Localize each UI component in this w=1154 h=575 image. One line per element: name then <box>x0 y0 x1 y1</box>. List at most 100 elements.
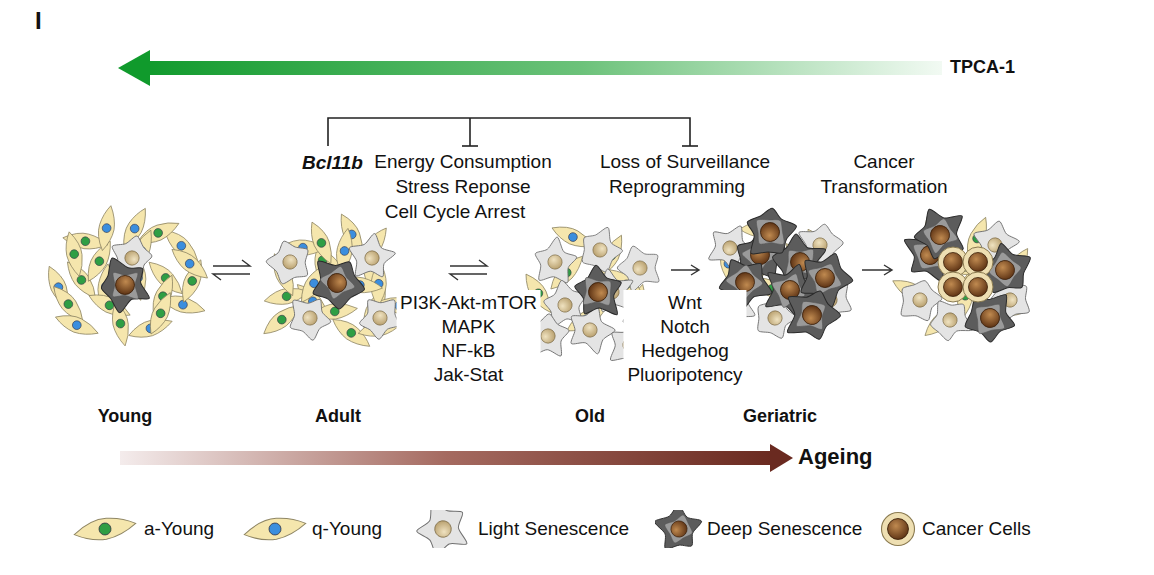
cell-body <box>63 230 86 278</box>
legend-text: Deep Senescence <box>707 518 862 540</box>
nucleus <box>888 519 909 540</box>
process-label: Reprogramming <box>609 174 745 199</box>
legend-icon <box>242 510 308 548</box>
legend-icon-group <box>73 514 138 543</box>
nucleus <box>539 327 557 345</box>
cell-body <box>309 255 370 314</box>
light-senescence-cell <box>262 233 319 290</box>
nucleus <box>370 308 390 328</box>
nucleus <box>433 519 453 539</box>
stage-label: Adult <box>315 406 361 427</box>
cell-body <box>412 510 474 548</box>
cell-body <box>306 219 337 267</box>
ageing-arrow-head <box>770 444 793 472</box>
light-senescence-cell <box>412 510 474 548</box>
nucleus <box>911 291 928 308</box>
nucleus <box>633 261 647 275</box>
legend-icon-group <box>655 510 703 548</box>
process-label: Cell Cycle Arrest <box>385 199 525 224</box>
text-line: Wnt <box>627 291 742 315</box>
nucleus <box>326 272 349 295</box>
cancer-cell <box>882 513 915 546</box>
text-line: NF-kB <box>400 339 537 363</box>
inhibition-bracket <box>328 118 698 146</box>
cell-body <box>733 200 801 269</box>
legend-icon <box>878 510 918 548</box>
inhibition-bar <box>462 145 478 147</box>
nucleus <box>129 223 141 235</box>
nucleus <box>184 258 196 270</box>
process-label: Energy Consumption <box>374 149 551 174</box>
legend-icon-group <box>412 510 474 548</box>
nucleus <box>345 327 357 339</box>
nucleus <box>75 274 87 286</box>
legend-entry: a-Young <box>70 510 214 548</box>
legend-text: Light Senescence <box>478 518 629 540</box>
text-line: MAPK <box>400 315 537 339</box>
cell-inner <box>101 261 150 311</box>
process-label: Stress Reponse <box>395 174 530 199</box>
cell-body <box>582 227 623 273</box>
legend-text: a-Young <box>144 518 214 540</box>
cell-body <box>53 309 101 341</box>
process-label: Loss of Surveillance <box>600 149 770 174</box>
nucleus <box>969 253 988 272</box>
nucleus <box>585 279 612 306</box>
cell-body <box>882 513 915 546</box>
text-line: Jak-Stat <box>400 363 537 387</box>
text-line: Pluoripotency <box>627 363 742 387</box>
nucleus <box>669 519 689 539</box>
legend-text: q-Young <box>312 518 382 540</box>
deep-senescence-cell <box>771 279 845 352</box>
cell-body <box>963 272 993 302</box>
legend-entry: Cancer Cells <box>878 510 1031 548</box>
deep-senescence-cell <box>309 255 370 314</box>
nucleus <box>929 224 952 247</box>
nucleus <box>720 238 739 257</box>
nucleus <box>101 223 111 233</box>
legend-icon <box>412 510 474 548</box>
nucleus <box>155 307 167 319</box>
cell-population: Young <box>45 205 205 427</box>
nucleus <box>766 309 784 327</box>
cell-body <box>146 272 179 320</box>
nucleus <box>757 219 784 246</box>
stage-label: Old <box>575 406 605 427</box>
cell-inner <box>746 209 793 256</box>
light-senescence-cell <box>533 235 578 283</box>
process-label: Cancer Transformation <box>820 149 947 199</box>
nucleus <box>62 298 74 310</box>
ageing-arrow-body <box>120 451 772 465</box>
nucleus <box>969 278 988 297</box>
cell-inner <box>572 267 622 317</box>
legend-icon <box>655 510 703 548</box>
legend-icon-group <box>882 513 915 546</box>
nucleus <box>581 321 599 339</box>
q-young-cell <box>168 243 212 285</box>
cancer-cell <box>963 272 993 302</box>
transition-arrow <box>671 265 699 275</box>
nucleus <box>123 249 142 268</box>
nucleus <box>567 231 579 243</box>
deep-senescence-cell <box>88 248 160 320</box>
text-line: Notch <box>627 315 742 339</box>
nucleus <box>98 522 112 536</box>
cell-body <box>73 514 138 543</box>
nucleus <box>93 255 105 267</box>
nucleus <box>339 246 349 256</box>
legend-icon-group <box>243 514 308 543</box>
cell-body <box>262 233 319 290</box>
nucleus <box>813 266 838 291</box>
transition-arrow <box>862 265 892 275</box>
text-line: Hedgehog <box>627 339 742 363</box>
pathway-list: Wnt Notch Hedgehog Pluoripotency <box>623 290 746 388</box>
nucleus <box>300 308 320 328</box>
light-senescence-cell <box>582 227 623 273</box>
nucleus <box>941 311 958 328</box>
text-line: Transformation <box>820 174 947 199</box>
nucleus <box>80 236 90 246</box>
deep-senescence-cell <box>733 200 801 269</box>
stage-label: Young <box>98 406 153 427</box>
deep-senescence-cell <box>655 510 703 548</box>
